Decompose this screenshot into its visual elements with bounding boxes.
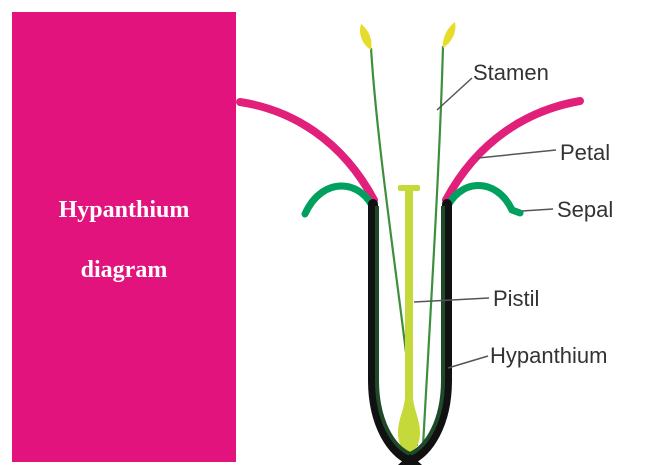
petal-leader-line bbox=[478, 150, 556, 158]
left-anther bbox=[360, 24, 371, 50]
hypanthium-label: Hypanthium bbox=[490, 343, 607, 368]
pistil-ovary bbox=[398, 398, 420, 452]
right-anther bbox=[443, 22, 456, 48]
right-stamen-filament bbox=[423, 46, 443, 446]
sepal-leader-line bbox=[522, 209, 553, 211]
petal-label: Petal bbox=[560, 140, 610, 165]
stamen-label: Stamen bbox=[473, 60, 549, 85]
pistil-label: Pistil bbox=[493, 286, 539, 311]
sepal-label: Sepal bbox=[557, 197, 613, 222]
pistil-style bbox=[405, 190, 413, 402]
hypanthium-leader-line bbox=[448, 356, 488, 368]
